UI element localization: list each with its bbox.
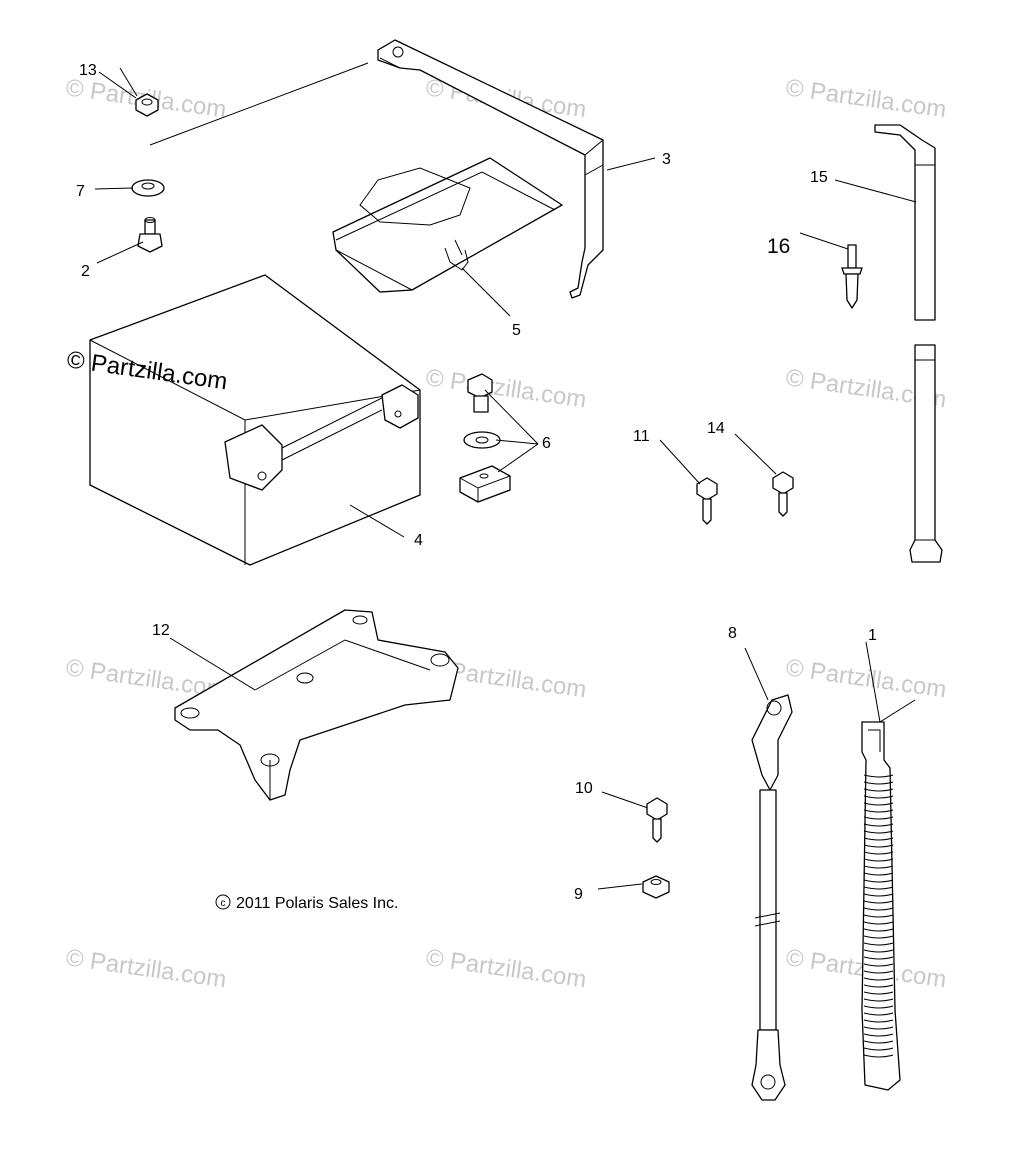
conduit-rib [863, 809, 894, 813]
callout-14: 14 [707, 420, 725, 437]
conduit-rib [863, 774, 894, 778]
part-3-bracket [377, 39, 604, 299]
conduit-rib [863, 998, 894, 1002]
watermark-3: © Partzilla.com [784, 74, 948, 123]
conduit-rib [863, 984, 894, 988]
conduit-rib [863, 1054, 894, 1058]
callout-10: 10 [575, 780, 593, 797]
part-2-bolt [137, 217, 163, 253]
part-5-pad [332, 157, 563, 293]
conduit-rib [863, 921, 894, 925]
conduit-rib [863, 788, 894, 792]
callout-9: 9 [574, 886, 583, 903]
conduit-rib [863, 865, 894, 869]
conduit-rib [863, 935, 894, 939]
part-10-screw [646, 797, 668, 843]
watermark-11: © Partzilla.com [424, 944, 588, 993]
conduit-rib [863, 1026, 894, 1030]
conduit-rib [863, 1040, 894, 1044]
conduit-rib [863, 830, 894, 834]
conduit-rib [863, 907, 894, 911]
conduit-rib [863, 900, 894, 904]
conduit-rib [863, 1033, 894, 1037]
part-4-battery [89, 274, 421, 566]
conduit-rib [863, 1005, 894, 1009]
conduit-rib [863, 851, 894, 855]
conduit-rib [863, 949, 894, 953]
conduit-rib [863, 928, 894, 932]
callout-labels: 1 2 3 4 5 6 7 8 9 10 11 12 13 14 15 16 [76, 62, 877, 903]
part-11-screw [696, 477, 718, 525]
callout-13: 13 [79, 62, 97, 79]
conduit-rib [863, 816, 894, 820]
callout-3: 3 [662, 151, 671, 168]
part-7-washer [131, 179, 165, 197]
callout-7: 7 [76, 183, 85, 200]
conduit-rib [863, 942, 894, 946]
conduit-rib [863, 963, 894, 967]
callout-11: 11 [633, 428, 650, 445]
conduit-rib [863, 1047, 894, 1051]
part-9-nut [642, 875, 670, 899]
callout-5: 5 [512, 322, 521, 339]
part-14-screw [772, 471, 794, 517]
part-12-tray [174, 609, 459, 801]
part-13-nut [135, 93, 159, 117]
copyright: c 2011 Polaris Sales Inc. [215, 894, 398, 912]
callout-8: 8 [728, 625, 737, 642]
conduit-ribs [863, 774, 894, 1058]
watermark-10: © Partzilla.com [64, 944, 228, 993]
part-1-harness [861, 721, 901, 1091]
conduit-rib [863, 914, 894, 918]
conduit-rib [863, 781, 894, 785]
conduit-rib [863, 872, 894, 876]
conduit-rib [863, 879, 894, 883]
conduit-rib [863, 802, 894, 806]
callout-4: 4 [414, 532, 423, 549]
conduit-rib [863, 970, 894, 974]
watermark-9: © Partzilla.com [784, 654, 948, 703]
part-6-hardware [459, 373, 511, 503]
conduit-rib [863, 977, 894, 981]
leader-lines [94, 62, 917, 890]
part-8-cable [751, 694, 793, 1101]
conduit-rib [863, 823, 894, 827]
conduit-rib [863, 1019, 894, 1023]
copyright-text: 2011 Polaris Sales Inc. [236, 895, 398, 912]
conduit-rib [863, 795, 894, 799]
callout-1: 1 [868, 627, 877, 644]
copyright-symbol: c [221, 898, 226, 909]
conduit-rib [863, 956, 894, 960]
callout-15: 15 [810, 169, 828, 186]
conduit-rib [863, 837, 894, 841]
watermark-5: © Partzilla.com [424, 364, 588, 413]
conduit-rib [863, 991, 894, 995]
callout-6: 6 [542, 435, 551, 452]
callout-2: 2 [81, 263, 90, 280]
part-15-tube [874, 124, 943, 563]
conduit-rib [863, 858, 894, 862]
conduit-rib [863, 886, 894, 890]
part-16-pin [841, 244, 863, 309]
callout-12: 12 [152, 622, 170, 639]
conduit-rib [863, 844, 894, 848]
callout-16: 16 [767, 235, 790, 258]
conduit-rib [863, 1012, 894, 1016]
conduit-rib [863, 893, 894, 897]
